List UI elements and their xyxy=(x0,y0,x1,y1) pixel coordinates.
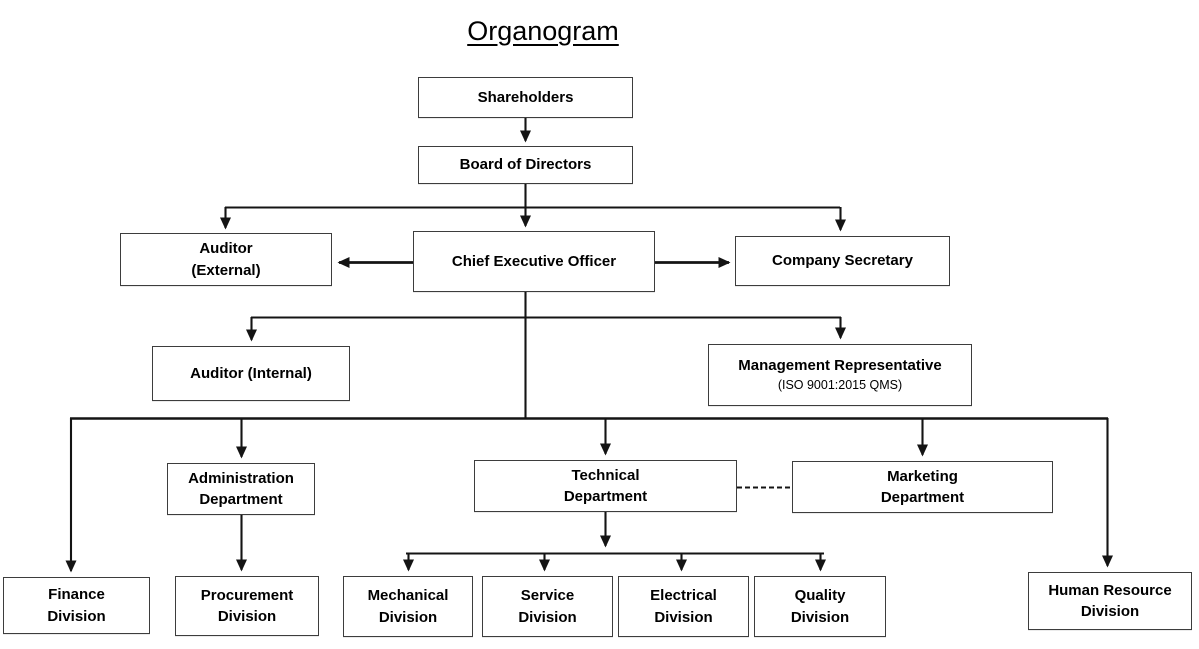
node-label: Human Resource xyxy=(1048,581,1172,599)
node-label: Marketing xyxy=(887,467,958,485)
node-sublabel: (ISO 9001:2015 QMS) xyxy=(777,378,903,393)
node-management-representative: Management Representative (ISO 9001:2015… xyxy=(708,344,972,406)
node-service-division: Service Division xyxy=(482,576,613,637)
node-label: Administration xyxy=(188,469,294,487)
node-label: Management Representative xyxy=(738,356,942,374)
node-label: Technical xyxy=(571,466,640,484)
node-label: Division xyxy=(378,608,438,626)
node-finance-division: Finance Division xyxy=(3,577,150,634)
node-mechanical-division: Mechanical Division xyxy=(343,576,473,637)
node-label: Procurement xyxy=(200,586,294,604)
node-label: Division xyxy=(518,608,577,626)
node-label: Division xyxy=(47,607,106,625)
node-label: Finance xyxy=(48,586,105,604)
page-title: Organogram xyxy=(467,16,619,46)
node-board-of-directors: Board of Directors xyxy=(418,146,633,184)
node-company-secretary: Company Secretary xyxy=(735,236,950,286)
node-label: Division xyxy=(790,608,850,626)
node-quality-division: Quality Division xyxy=(754,576,886,637)
node-label: Shareholders xyxy=(477,88,574,106)
node-label: Department xyxy=(880,489,965,506)
node-label: Department xyxy=(563,488,648,505)
node-shareholders: Shareholders xyxy=(418,77,633,118)
node-label: Mechanical xyxy=(367,587,449,605)
node-human-resource-division: Human Resource Division xyxy=(1028,572,1192,630)
node-label: Quality xyxy=(794,587,846,605)
node-label: Board of Directors xyxy=(459,156,592,174)
node-auditor-internal: Auditor (Internal) xyxy=(152,346,350,401)
node-label: Service xyxy=(520,587,575,605)
node-label: Department xyxy=(199,491,283,508)
node-label: (External) xyxy=(191,261,261,279)
node-procurement-division: Procurement Division xyxy=(175,576,319,636)
node-chief-executive-officer: Chief Executive Officer xyxy=(413,231,655,292)
node-label: Chief Executive Officer xyxy=(451,252,617,270)
node-technical-department: Technical Department xyxy=(474,460,737,512)
node-administration-department: Administration Department xyxy=(167,463,315,515)
node-label: Company Secretary xyxy=(772,252,913,270)
node-electrical-division: Electrical Division xyxy=(618,576,749,637)
node-marketing-department: Marketing Department xyxy=(792,461,1053,513)
node-label: Auditor (Internal) xyxy=(190,364,312,382)
node-label: Electrical xyxy=(650,587,717,605)
node-label: Division xyxy=(217,608,277,625)
node-auditor-external: Auditor (External) xyxy=(120,233,332,286)
node-label: Auditor xyxy=(199,240,253,258)
node-label: Division xyxy=(1080,603,1140,620)
node-label: Division xyxy=(654,608,713,626)
